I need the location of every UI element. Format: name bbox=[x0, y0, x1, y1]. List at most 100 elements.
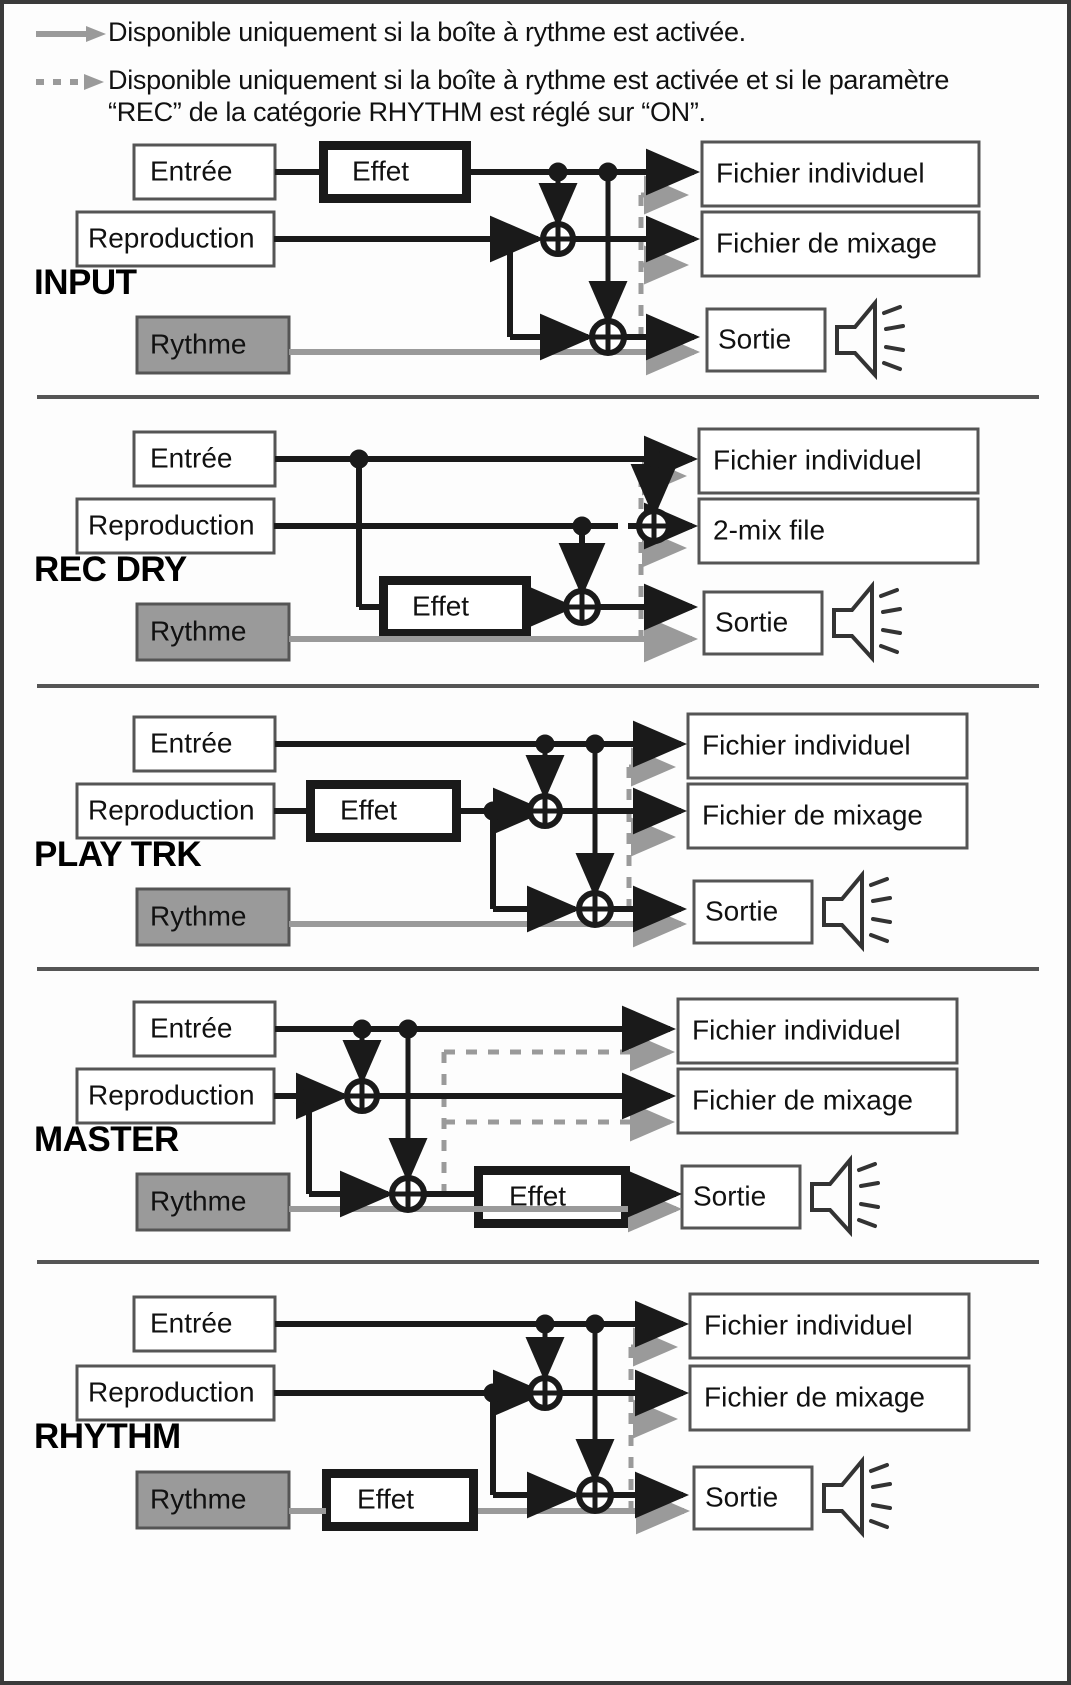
box-label-rhythm: Rythme bbox=[150, 1483, 246, 1514]
mode-label-play-trk: PLAY TRK bbox=[34, 835, 202, 874]
solid-gray-arrow-icon bbox=[30, 16, 108, 48]
mixer-node bbox=[389, 1175, 427, 1213]
box-rhythm-source: Rythme bbox=[135, 602, 291, 662]
box-label-individual-file: Fichier individuel bbox=[716, 157, 925, 188]
mode-label-input: INPUT bbox=[34, 263, 137, 302]
box-input-source: Entrée bbox=[132, 430, 277, 488]
box-label-output: Sortie bbox=[693, 1180, 766, 1211]
box-label-input: Entrée bbox=[150, 155, 233, 186]
signal-paths bbox=[274, 148, 700, 361]
mode-label-master: MASTER bbox=[34, 1120, 179, 1159]
box-rhythm-source: Rythme bbox=[135, 887, 291, 947]
box-output: Sortie bbox=[705, 307, 827, 373]
box-rhythm-source: Rythme bbox=[135, 1470, 291, 1530]
box-label-rhythm: Rythme bbox=[150, 328, 246, 359]
mixer-node bbox=[636, 508, 672, 544]
box-two-mix-file: 2-mix file bbox=[697, 497, 980, 565]
box-label-rhythm: Rythme bbox=[150, 1185, 246, 1216]
box-label-individual-file: Fichier individuel bbox=[702, 729, 911, 760]
dashed-rec-path bbox=[638, 175, 689, 352]
box-label-two-mix-file: 2-mix file bbox=[713, 514, 825, 545]
block-master: MASTER Entrée Reproduction Rythme Effet bbox=[4, 994, 1071, 1249]
box-label-effect: Effet bbox=[357, 1483, 414, 1514]
dashed-rec-path bbox=[441, 1032, 675, 1209]
speaker-icon bbox=[822, 1455, 892, 1539]
box-effect: Effet bbox=[322, 1469, 478, 1531]
box-output: Sortie bbox=[692, 879, 814, 945]
box-label-mix-file: Fichier de mixage bbox=[692, 1084, 913, 1115]
mixer-node bbox=[563, 588, 601, 626]
box-playback-source: Reproduction bbox=[75, 1067, 276, 1125]
box-rhythm-source: Rythme bbox=[135, 315, 291, 375]
box-label-playback: Reproduction bbox=[88, 1376, 255, 1407]
box-label-playback: Reproduction bbox=[88, 509, 255, 540]
block-rec-dry: REC DRY Entrée Reproduction Rythme Effet bbox=[4, 424, 1071, 674]
box-mix-file: Fichier de mixage bbox=[700, 210, 981, 278]
section-separator bbox=[37, 967, 1039, 971]
box-output: Sortie bbox=[702, 590, 824, 656]
legend-item-solid: Disponible uniquement si la boîte à ryth… bbox=[30, 16, 1040, 48]
mixer-node bbox=[576, 890, 614, 928]
section-separator bbox=[37, 684, 1039, 688]
speaker-icon bbox=[822, 869, 892, 953]
box-label-output: Sortie bbox=[718, 323, 791, 354]
box-label-output: Sortie bbox=[705, 895, 778, 926]
box-label-mix-file: Fichier de mixage bbox=[716, 227, 937, 258]
block-rhythm: RHYTHM Entrée Reproduction Rythme Effet bbox=[4, 1289, 1071, 1549]
box-effect: Effet bbox=[306, 780, 461, 842]
box-label-output: Sortie bbox=[715, 606, 788, 637]
legend-item-solid-text: Disponible uniquement si la boîte à ryth… bbox=[108, 17, 746, 47]
section-separator bbox=[37, 395, 1039, 399]
diagram-play-trk: Entrée Reproduction Effet Rythme Fichier… bbox=[75, 712, 969, 953]
box-individual-file: Fichier individuel bbox=[700, 140, 981, 208]
block-play-trk: PLAY TRK Entrée Reproduction Effet Rythm… bbox=[4, 709, 1071, 964]
mixer-node bbox=[589, 318, 627, 356]
speaker-icon bbox=[832, 580, 902, 664]
box-mix-file: Fichier de mixage bbox=[686, 782, 969, 850]
legend-item-dashed-text: Disponible uniquement si la boîte à ryth… bbox=[108, 65, 950, 127]
box-individual-file: Fichier individuel bbox=[688, 1292, 971, 1360]
box-input-source: Entrée bbox=[132, 1000, 277, 1058]
mode-label-rhythm: RHYTHM bbox=[34, 1417, 181, 1456]
diagram-rhythm: Entrée Reproduction Rythme Effet Fichier… bbox=[75, 1292, 971, 1539]
box-effect: Effet bbox=[474, 1166, 630, 1228]
signal-paths bbox=[274, 720, 687, 933]
box-input-source: Entrée bbox=[132, 715, 277, 773]
mixer-node bbox=[344, 1078, 380, 1114]
mixer-node bbox=[576, 1476, 614, 1514]
legend: Disponible uniquement si la boîte à ryth… bbox=[4, 4, 1071, 134]
box-label-individual-file: Fichier individuel bbox=[704, 1309, 913, 1340]
signal-paths bbox=[274, 435, 698, 631]
box-label-playback: Reproduction bbox=[88, 794, 255, 825]
box-input-source: Entrée bbox=[132, 1295, 277, 1353]
mixer-node bbox=[540, 221, 576, 257]
box-label-effect: Effet bbox=[412, 590, 469, 621]
box-label-input: Entrée bbox=[150, 442, 233, 473]
box-mix-file: Fichier de mixage bbox=[688, 1364, 971, 1432]
diagram-input: Entrée Effet Reproduction Rythme Fichier… bbox=[75, 140, 981, 381]
box-individual-file: Fichier individuel bbox=[697, 427, 980, 495]
speaker-icon bbox=[810, 1154, 880, 1238]
box-label-individual-file: Fichier individuel bbox=[692, 1014, 901, 1045]
box-playback-source: Reproduction bbox=[75, 1364, 276, 1422]
dashed-rec-path bbox=[626, 747, 676, 924]
box-label-input: Entrée bbox=[150, 727, 233, 758]
mixer-node bbox=[527, 1375, 563, 1411]
diagram-master: Entrée Reproduction Rythme Effet Fichier… bbox=[75, 997, 959, 1238]
box-label-effect: Effet bbox=[340, 794, 397, 825]
box-label-rhythm: Rythme bbox=[150, 615, 246, 646]
speaker-icon bbox=[835, 297, 905, 381]
box-label-playback: Reproduction bbox=[88, 1079, 255, 1110]
signal-paths bbox=[274, 1005, 682, 1218]
box-playback-source: Reproduction bbox=[75, 210, 276, 268]
dashed-rec-path bbox=[628, 1327, 678, 1511]
diagram-rec-dry: Entrée Reproduction Rythme Effet Fichier… bbox=[75, 427, 980, 664]
box-label-rhythm: Rythme bbox=[150, 900, 246, 931]
mode-label-rec-dry: REC DRY bbox=[34, 550, 187, 589]
box-mix-file: Fichier de mixage bbox=[676, 1067, 959, 1135]
dashed-rec-path bbox=[638, 456, 687, 639]
box-label-output: Sortie bbox=[705, 1481, 778, 1512]
box-effect: Effet bbox=[379, 576, 531, 638]
box-individual-file: Fichier individuel bbox=[676, 997, 959, 1065]
